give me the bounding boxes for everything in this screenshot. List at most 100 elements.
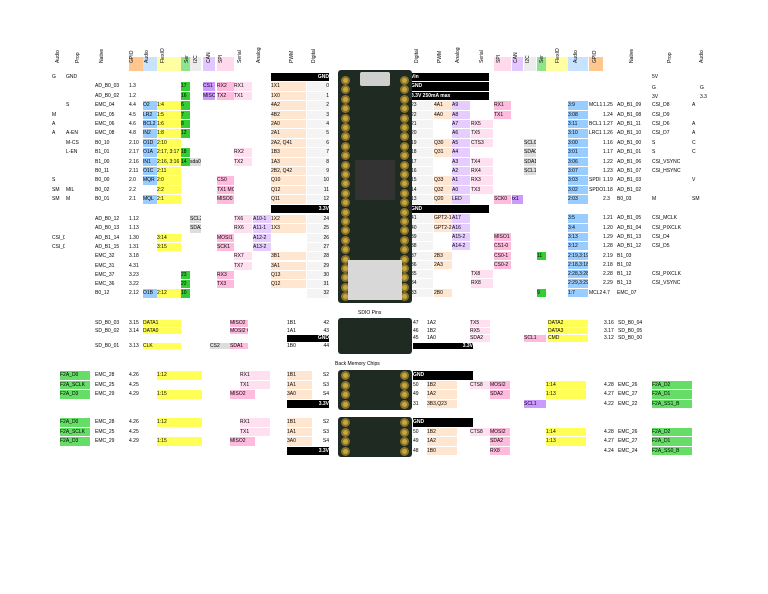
pin-analog: A9 — [452, 101, 470, 109]
column-header: Serial — [480, 50, 485, 63]
pin-analog: A10-1 — [253, 215, 271, 223]
mem-flexio: 1:15 — [157, 390, 202, 399]
mem-gpio: 4.25 — [129, 428, 143, 437]
sdio-native: 3.16 — [604, 320, 618, 327]
mem-spi: MOSI2 — [490, 381, 510, 390]
pin-gpio: 1.2 — [129, 92, 143, 100]
pin-analog: A13-2 — [253, 243, 271, 251]
pin-native2: AD_B1_03 — [617, 176, 651, 184]
header-pad — [400, 151, 409, 160]
pin-audio: 3:13 — [568, 233, 588, 241]
pin-native: 2.29 — [603, 279, 617, 287]
pin-native: 2.18 — [603, 261, 617, 269]
column-header: CAN — [514, 52, 519, 63]
mem-num: 49 — [413, 437, 427, 446]
pin-gpio: 2.2 — [129, 186, 143, 194]
pin-audio: O1B — [143, 289, 157, 297]
mem-spi: SDA2 — [490, 437, 510, 446]
pin-spi: RX1 — [494, 101, 511, 109]
pin-native: B0_12 — [95, 289, 128, 297]
pin-digital: 1 — [307, 92, 329, 100]
pin-pwm: Q10 — [271, 176, 306, 184]
sdio-flexio: DATA1 — [143, 320, 181, 327]
pin-audio0: CSI_D3 — [52, 234, 65, 242]
legend-gnd: GND — [66, 73, 94, 81]
pin-flexio: 2:11 — [157, 167, 181, 175]
pin-audio: 3:07 — [568, 167, 588, 175]
mem-num: S3 — [312, 381, 329, 390]
header-pad — [341, 217, 350, 226]
mem-num: S2 — [312, 371, 329, 380]
mem-prop: F2A_D1 — [652, 390, 692, 399]
mem-pwm: 1A1 — [287, 381, 312, 390]
mem-native2: EMC_27 — [618, 437, 652, 446]
mem-pwm: 1B2 — [427, 428, 457, 437]
pin-flexio: 1:8 — [157, 129, 181, 137]
memory-pad — [341, 428, 350, 437]
pin-pwm: 3A1 — [271, 262, 306, 270]
header-pad — [341, 198, 350, 207]
pin-gpio: 4.31 — [129, 262, 143, 270]
mem-prop: F2A_D0 — [60, 418, 90, 427]
power-pin: Vin — [411, 73, 489, 81]
pin-pwm: Q30 — [434, 139, 452, 147]
pin-serial: RX5 — [471, 120, 493, 128]
pin-digital: 13 — [411, 195, 433, 203]
mem-native: EMC_28 — [95, 418, 128, 427]
mem-spi: MISO2 — [230, 390, 255, 399]
pin-gpio: 1.3 — [129, 82, 143, 90]
pin-spi: TX1 — [494, 111, 511, 119]
pin-ser: 11 — [537, 252, 546, 260]
header-pad — [341, 245, 350, 254]
column-header: PWM — [290, 51, 295, 63]
header-pad — [400, 132, 409, 141]
pin-native2: B1_13 — [617, 279, 651, 287]
header-pad — [341, 104, 350, 113]
back-memory-title: Back Memory Chips — [335, 361, 380, 367]
pin-flexio: 1:4 — [157, 101, 181, 109]
pin-analog: A15-2 — [452, 233, 470, 241]
pin-native: EMC_06 — [95, 120, 128, 128]
mem-serial: TX1 — [240, 428, 270, 437]
pin-analog: A8 — [452, 111, 470, 119]
sdio-native: 3.12 — [604, 335, 618, 342]
pin-native: 1.24 — [603, 111, 617, 119]
header-pad — [341, 132, 350, 141]
pin-pwm: 1X0 — [271, 92, 306, 100]
pin-audio: 3:02 — [568, 186, 588, 194]
memory-board-1 — [338, 370, 412, 410]
header-pad — [341, 170, 350, 179]
pin-native2: AD_B1_13 — [617, 233, 651, 241]
mem-native: EMC_28 — [95, 371, 128, 380]
pin-pwm: 2A3 — [434, 261, 452, 269]
header-pad — [400, 170, 409, 179]
mem-spi: MISO2 — [230, 437, 255, 446]
memory-pad — [341, 400, 350, 409]
pin-native2: AD_B1_02 — [617, 186, 651, 194]
memory-pad — [400, 428, 409, 437]
pin-native: EMC_36 — [95, 280, 128, 288]
pin-prop: CSI_HSYNC — [652, 167, 692, 175]
pin-digital: 28 — [307, 252, 329, 260]
mem-native2: EMC_27 — [618, 390, 652, 399]
pin-native: B1_01 — [95, 148, 128, 156]
pin-pwm: GPT2-1 — [434, 214, 452, 222]
mem-num: 49 — [413, 390, 427, 399]
mem-prop: F2A_SS1_B — [652, 400, 692, 409]
header-pad — [400, 245, 409, 254]
memory-pad — [400, 447, 409, 456]
pin-pwm: 1X3 — [271, 224, 306, 232]
pin-flexio — [157, 82, 181, 90]
pin-audio: BCL2 — [143, 120, 157, 128]
pin-native: AD_B1_14 — [95, 234, 128, 242]
sdio-num: 42 — [312, 320, 329, 327]
sdio-serial: SDA2 — [470, 335, 490, 342]
pin-native: EMC_31 — [95, 262, 128, 270]
pin-audio: O2 — [143, 101, 157, 109]
pin-audio: IN1 — [143, 158, 157, 166]
pin-native: EMC_08 — [95, 129, 128, 137]
header-pad — [400, 95, 409, 104]
mem-native: 4.22 — [604, 400, 618, 409]
pin-i2c: SCL2 — [190, 215, 201, 223]
memory-pad — [341, 447, 350, 456]
